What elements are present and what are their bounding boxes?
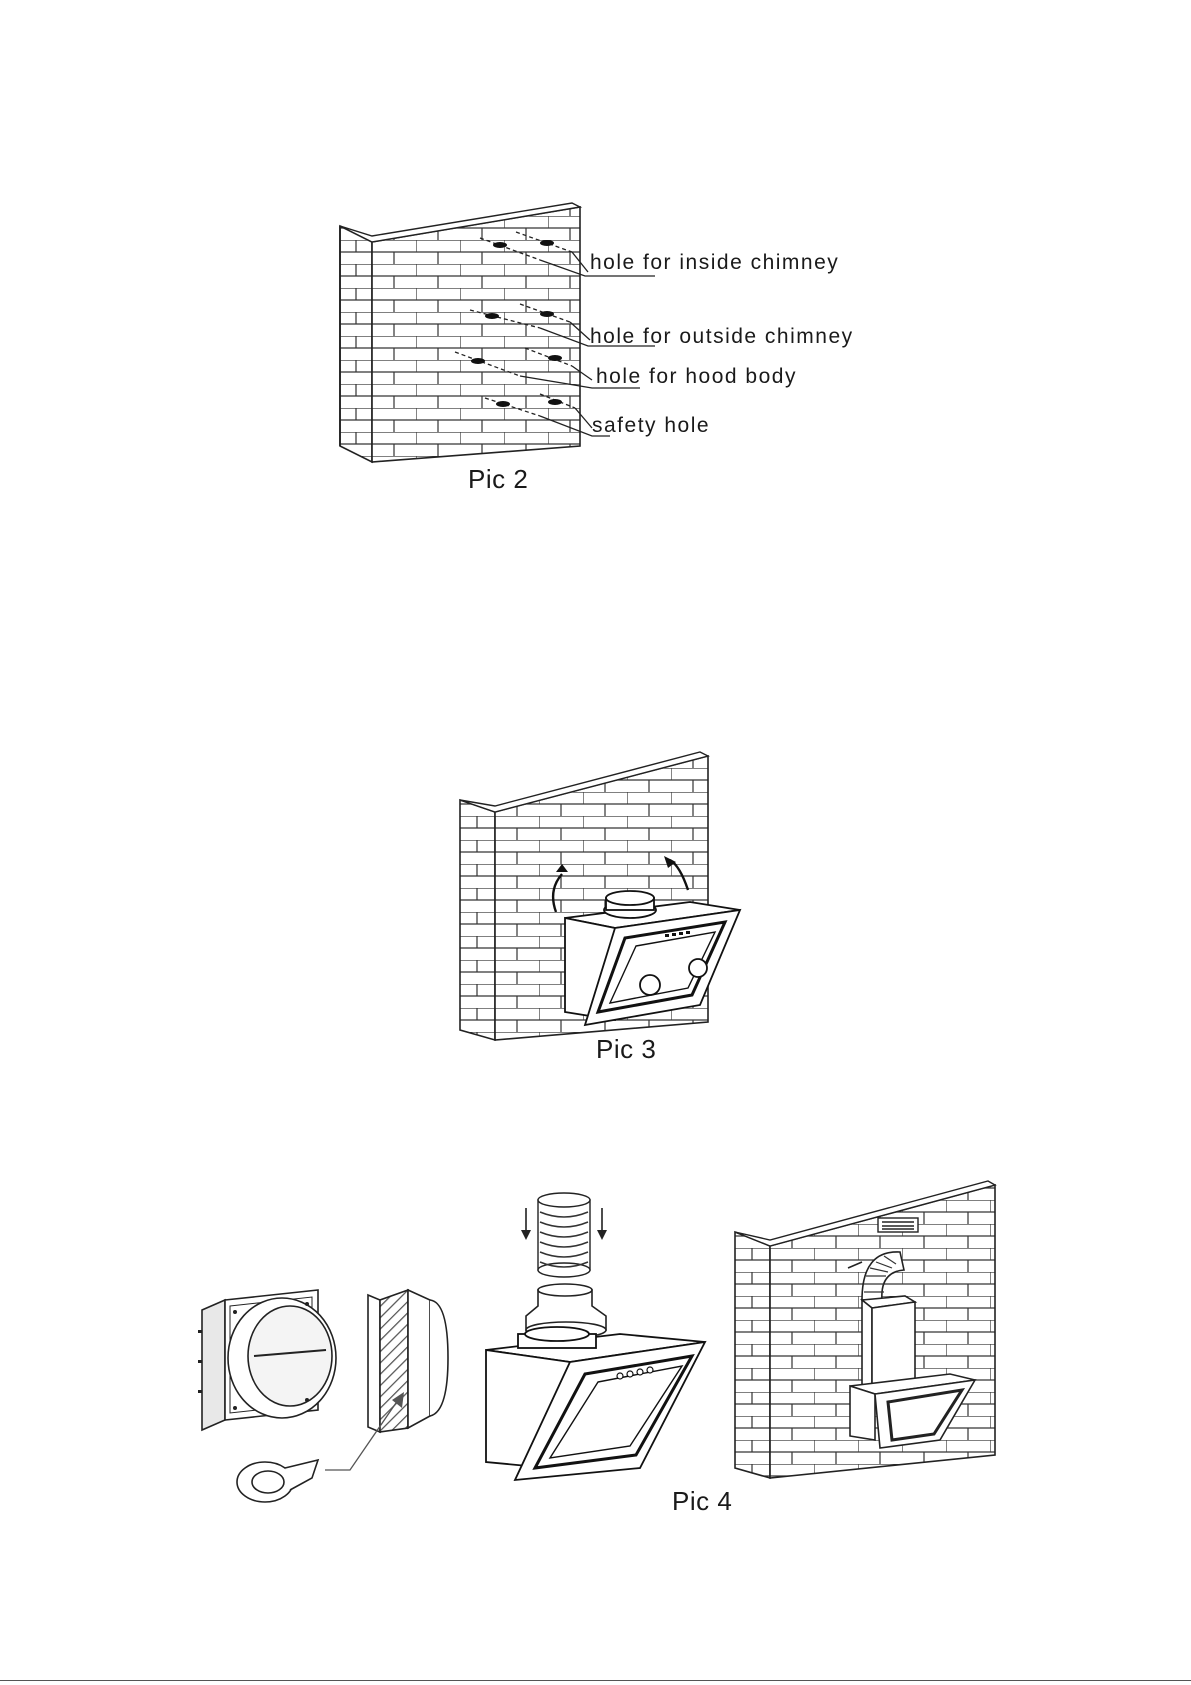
pic4-wall-plate [198,1290,336,1430]
pic4-caption: Pic 4 [672,1486,732,1517]
pic4-wall-side [735,1232,770,1478]
pic4-flexible-duct [538,1193,590,1277]
pic4-hood [486,1327,705,1480]
pic4-tape-roll [237,1460,318,1502]
pic4-duct-adapter [368,1290,448,1432]
pic4-vent-grille [878,1218,918,1232]
page-footer-rule [0,1680,1191,1681]
